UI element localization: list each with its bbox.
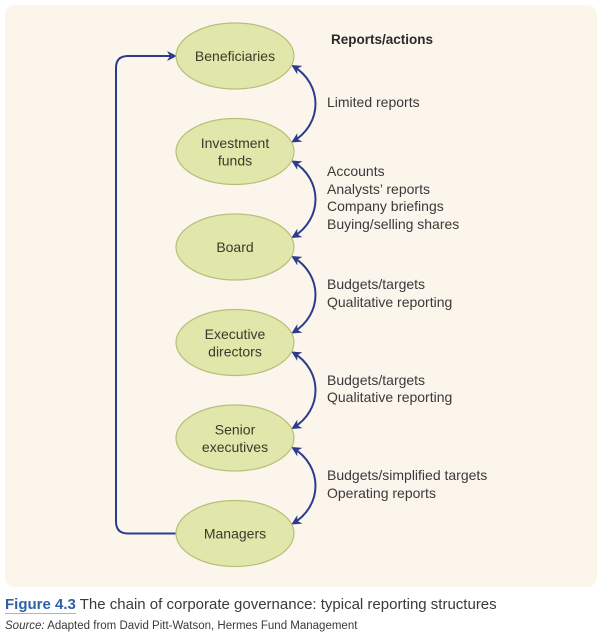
report-item: Budgets/targets xyxy=(327,276,426,293)
node-board: Board xyxy=(175,213,295,281)
nodes-layer: BeneficiariesInvestmentfundsBoardExecuti… xyxy=(175,22,295,568)
node-label: directors xyxy=(208,343,262,359)
node-ellipse xyxy=(175,404,295,472)
node-ellipse xyxy=(175,499,295,568)
figure-source: Source: Adapted from David Pitt-Watson, … xyxy=(5,620,357,632)
node-label: Managers xyxy=(204,526,266,542)
links-layer xyxy=(115,51,317,535)
figure-caption: Figure 4.3 The chain of corporate govern… xyxy=(5,596,497,614)
node-managers: Managers xyxy=(175,499,295,568)
node-label: Board xyxy=(216,239,253,255)
reporting-arrow-investment-funds-board xyxy=(291,160,317,239)
report-item: Limited reports xyxy=(327,94,420,110)
governance-chain-diagram: BeneficiariesInvestmentfundsBoardExecuti… xyxy=(115,22,317,568)
report-item: Qualitative reporting xyxy=(327,389,453,406)
node-senior-executives: Senior executives xyxy=(175,404,295,472)
node-ellipse xyxy=(175,213,295,281)
node-label: Senior xyxy=(215,421,256,437)
report-group-beneficiaries-investment-funds: Limited reports xyxy=(327,94,420,112)
node-label: executives xyxy=(202,439,268,455)
report-item: Budgets/simplified targets xyxy=(327,467,488,484)
report-item: Operating reports xyxy=(327,484,436,501)
source-text: Adapted from David Pitt-Watson, Hermes F… xyxy=(47,620,358,632)
node-beneficiaries: Beneficiaries xyxy=(175,22,295,90)
report-item: Company briefings xyxy=(327,198,444,215)
node-label: Executive xyxy=(205,326,266,342)
reporting-arrow-board-executive-directors xyxy=(291,255,317,334)
report-item: Buying/selling shares xyxy=(327,215,460,232)
source-label: Source: xyxy=(5,620,45,632)
reports-heading: Reports/actions xyxy=(331,32,434,47)
node-label: Investment xyxy=(201,135,270,151)
reporting-arrow-beneficiaries-investment-funds xyxy=(291,64,317,143)
reporting-arrow-executive-directors-senior-executives xyxy=(291,351,317,430)
node-label: Beneficiaries xyxy=(195,48,275,64)
node-ellipse xyxy=(175,117,295,186)
figure-number: Figure 4.3 xyxy=(5,596,76,614)
feedback-loop-arrow xyxy=(115,51,177,535)
node-ellipse xyxy=(175,22,295,90)
node-label: funds xyxy=(218,152,252,168)
report-item: Qualitative reporting xyxy=(327,293,453,310)
reporting-arrow-senior-executives-managers xyxy=(291,446,317,525)
figure-title: The chain of corporate governance: typic… xyxy=(79,596,497,613)
report-item: Accounts xyxy=(327,163,385,180)
report-item: Budgets/targets xyxy=(327,371,426,388)
report-item: Analysts’ reports xyxy=(327,180,430,197)
node-ellipse xyxy=(175,308,295,377)
